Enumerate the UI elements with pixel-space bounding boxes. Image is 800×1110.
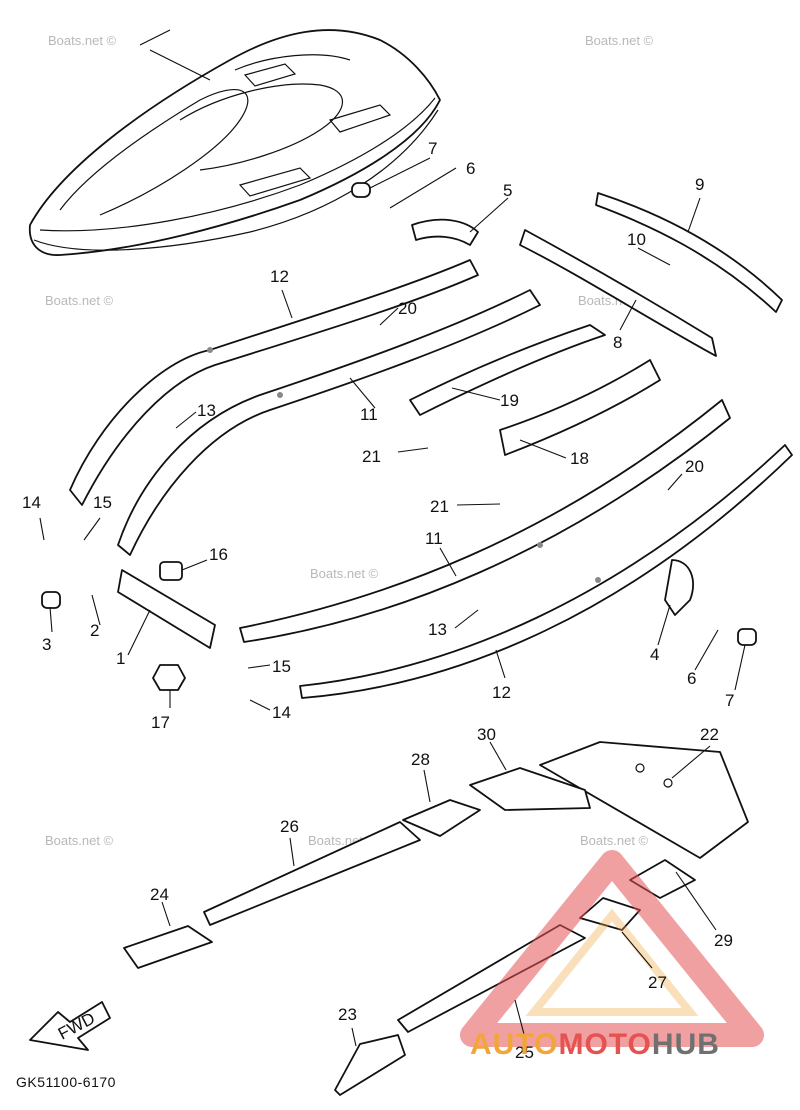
callout-18: 18 (570, 449, 589, 468)
watermark: Boats.net © (310, 566, 379, 581)
callout-7: 7 (428, 139, 437, 158)
callout-17: 17 (151, 713, 170, 732)
callout-11: 11 (360, 405, 378, 424)
callout-20: 20 (685, 457, 704, 476)
watermarks: Boats.net © Boats.net © Boats.net © Boat… (45, 33, 654, 848)
callout-8: 8 (613, 333, 622, 352)
callout-2: 2 (90, 621, 99, 640)
callout-6: 6 (687, 669, 696, 688)
callout-22: 22 (700, 725, 719, 744)
fittings (41, 182, 757, 691)
brand-part-moto: MOTO (558, 1028, 652, 1061)
callout-12: 12 (270, 267, 289, 286)
brand-logo-mark (460, 850, 764, 1047)
brand-wordmark: AUTOMOTOHUB (470, 1028, 720, 1062)
watermark: Boats.net © (45, 293, 114, 308)
callout-14: 14 (22, 493, 41, 512)
watercraft-hull (28, 29, 441, 256)
callout-30: 30 (477, 725, 496, 744)
callout-15: 15 (93, 493, 112, 512)
callout-3: 3 (42, 635, 51, 654)
callout-23: 23 (338, 1005, 357, 1024)
callout-19: 19 (500, 391, 519, 410)
watermark: Boats.net © (585, 33, 654, 48)
callout-24: 24 (150, 885, 169, 904)
watermark: Boats.net © (580, 833, 649, 848)
callout-29: 29 (714, 931, 733, 950)
callout-11: 11 (425, 529, 443, 548)
callout-14: 14 (272, 703, 291, 722)
deck-mats (123, 741, 749, 1096)
watermark: Boats.net © (45, 833, 114, 848)
leader-lines (39, 157, 746, 1047)
callout-21: 21 (430, 497, 449, 516)
brand-part-auto: AUTO (470, 1028, 559, 1061)
callout-6: 6 (466, 159, 475, 178)
callout-20: 20 (398, 299, 417, 318)
callout-27: 27 (648, 973, 667, 992)
callout-labels: 1 2 3 4 5 6 6 7 7 8 9 10 11 11 12 12 13 … (22, 139, 734, 1062)
brand-part-hub: HUB (651, 1028, 720, 1061)
callout-13: 13 (197, 401, 216, 420)
callout-10: 10 (627, 230, 646, 249)
callout-28: 28 (411, 750, 430, 769)
callout-16: 16 (209, 545, 228, 564)
callout-25: 25 (515, 1043, 534, 1062)
callout-21: 21 (362, 447, 381, 466)
callout-5: 5 (503, 181, 512, 200)
callout-7: 7 (725, 691, 734, 710)
drawing-code: GK51100-6170 (16, 1074, 116, 1090)
callout-12: 12 (492, 683, 511, 702)
callout-9: 9 (695, 175, 704, 194)
watermark: Boats.net © (48, 33, 117, 48)
callout-1: 1 (116, 649, 125, 668)
callout-15: 15 (272, 657, 291, 676)
callout-26: 26 (280, 817, 299, 836)
callout-13: 13 (428, 620, 447, 639)
callout-4: 4 (650, 645, 659, 664)
fwd-arrow: FWD (29, 1001, 111, 1051)
side-rails (69, 192, 793, 699)
